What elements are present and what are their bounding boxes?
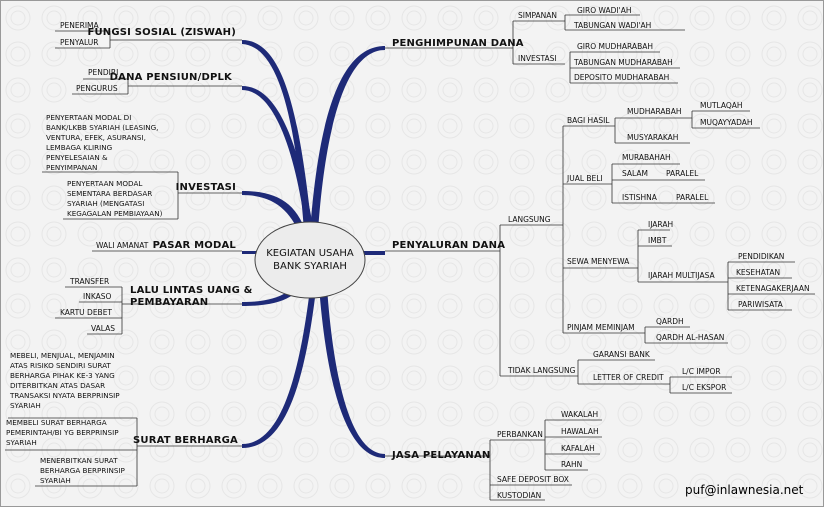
istishna-paralel: PARALEL xyxy=(676,193,709,202)
multijasa-item-2: KESEHATAN xyxy=(736,268,780,277)
qardh: QARDH xyxy=(656,317,684,326)
kustodian: KUSTODIAN xyxy=(497,491,541,500)
lalu-lintas-item-1: TRANSFER xyxy=(69,277,109,286)
sewa-label: SEWA MENYEWA xyxy=(567,257,630,266)
salam-paralel: PARALEL xyxy=(666,169,699,178)
svg-text:PEMERINTAH/BI YG BERPRINSIP: PEMERINTAH/BI YG BERPRINSIP xyxy=(6,428,119,437)
investasi-item-2: TABUNGAN MUDHARABAH xyxy=(573,58,673,67)
safe-deposit-box: SAFE DEPOSIT BOX xyxy=(497,475,569,484)
musyarakah-label: MUSYARAKAH xyxy=(627,133,678,142)
title-penghimpunan: PENGHIMPUNAN DANA xyxy=(392,38,524,49)
investasi-item-3: DEPOSITO MUDHARABAH xyxy=(574,73,669,82)
lalu-lintas-item-2: INKASO xyxy=(83,292,112,301)
svg-text:SYARIAH: SYARIAH xyxy=(40,476,71,485)
qardh-al-hasan: QARDH AL-HASAN xyxy=(656,333,724,342)
imbt-label: IMBT xyxy=(648,236,667,245)
title-lalu-lintas-1: LALU LINTAS UANG & xyxy=(130,285,253,296)
branch-pensiun xyxy=(242,86,314,232)
bagi-hasil-label: BAGI HASIL xyxy=(567,116,610,125)
lc-impor: L/C IMPOR xyxy=(682,367,721,376)
istishna-label: ISTISHNA xyxy=(622,193,658,202)
svg-text:MENERBITKAN SURAT: MENERBITKAN SURAT xyxy=(40,456,118,465)
center-line1: KEGIATAN USAHA xyxy=(266,248,354,259)
simpanan-item-1: GIRO WADI'AH xyxy=(577,6,631,15)
salam-label: SALAM xyxy=(622,169,648,178)
svg-text:DITERBITKAN ATAS DASAR: DITERBITKAN ATAS DASAR xyxy=(10,381,105,390)
mutlaqah: MUTLAQAH xyxy=(700,101,743,110)
pinjam-label: PINJAM MEMINJAM xyxy=(567,323,635,332)
lalu-lintas-item-4: VALAS xyxy=(91,324,115,333)
svg-text:LEMBAGA KLIRING: LEMBAGA KLIRING xyxy=(46,143,112,152)
svg-text:BERHARGA PIHAK KE-3 YANG: BERHARGA PIHAK KE-3 YANG xyxy=(10,371,115,380)
multijasa-label: IJARAH MULTIJASA xyxy=(648,271,715,280)
rahn: RAHN xyxy=(561,460,582,469)
simpanan-label: SIMPANAN xyxy=(518,11,557,20)
svg-text:MEMBELI SURAT BERHARGA: MEMBELI SURAT BERHARGA xyxy=(6,418,107,427)
langsung-label: LANGSUNG xyxy=(508,215,551,224)
title-penyaluran: PENYALURAN DANA xyxy=(392,240,505,251)
jual-beli-label: JUAL BELI xyxy=(566,174,603,183)
title-pasar-modal: PASAR MODAL xyxy=(153,240,237,251)
pasar-modal-item-1: WALI AMANAT xyxy=(96,241,149,250)
multijasa-item-1: PENDIDIKAN xyxy=(738,252,784,261)
surat-berharga-item-2: MEMBELI SURAT BERHARGA PEMERINTAH/BI YG … xyxy=(6,418,119,447)
title-investasi: INVESTASI xyxy=(176,182,236,193)
title-pensiun: DANA PENSIUN/DPLK xyxy=(110,72,233,83)
connector-lines xyxy=(5,14,815,501)
muqayyadah: MUQAYYADAH xyxy=(700,118,753,127)
lc-ekspor: L/C EKSPOR xyxy=(682,383,726,392)
svg-text:BANK/LKBB SYARIAH (LEASING,: BANK/LKBB SYARIAH (LEASING, xyxy=(46,123,158,132)
credit-text: puf@inlawnesia.net xyxy=(685,483,804,497)
branch-penghimpunan xyxy=(310,46,385,232)
multijasa-item-4: PARIWISATA xyxy=(738,300,784,309)
svg-text:TRANSAKSI NYATA BERPRINSIP: TRANSAKSI NYATA BERPRINSIP xyxy=(9,391,120,400)
multijasa-item-3: KETENAGAKERJAAN xyxy=(736,284,810,293)
title-ziswah: FUNGSI SOSIAL (ZISWAH) xyxy=(87,27,236,38)
murabahah-label: MURABAHAH xyxy=(622,153,671,162)
svg-text:MEBELI, MENJUAL, MENJAMIN: MEBELI, MENJUAL, MENJAMIN xyxy=(10,351,115,360)
investasi-item-1: PENYERTAAN MODAL DI BANK/LKBB SYARIAH (L… xyxy=(46,113,158,172)
perbankan-label: PERBANKAN xyxy=(497,430,543,439)
svg-text:ATAS RISIKO SENDIRI SURAT: ATAS RISIKO SENDIRI SURAT xyxy=(10,361,111,370)
title-jasa: JASA PELAYANAN xyxy=(391,450,491,461)
garansi-bank: GARANSI BANK xyxy=(593,350,651,359)
svg-text:SYARIAH: SYARIAH xyxy=(6,438,37,447)
ziswah-item-1: PENERIMA xyxy=(60,21,100,30)
investasi-item-2: PENYERTAAN MODAL SEMENTARA BERDASAR SYAR… xyxy=(67,179,163,218)
surat-berharga-item-3: MENERBITKAN SURAT BERHARGA BERPRINSIP SY… xyxy=(40,456,126,485)
pensiun-item-1: PENDIRI xyxy=(88,68,118,77)
kafalah: KAFALAH xyxy=(561,444,595,453)
svg-text:SEMENTARA BERDASAR: SEMENTARA BERDASAR xyxy=(67,189,152,198)
ijarah-label: IJARAH xyxy=(648,220,673,229)
svg-text:PENYERTAAN MODAL DI: PENYERTAAN MODAL DI xyxy=(46,113,131,122)
investasi-label: INVESTASI xyxy=(518,54,557,63)
svg-text:KEGAGALAN PEMBIAYAAN): KEGAGALAN PEMBIAYAAN) xyxy=(67,209,163,218)
letter-of-credit: LETTER OF CREDIT xyxy=(593,373,664,382)
svg-text:VENTURA, EFEK, ASURANSI,: VENTURA, EFEK, ASURANSI, xyxy=(46,133,146,142)
center-line2: BANK SYARIAH xyxy=(273,261,347,272)
surat-berharga-item-1: MEBELI, MENJUAL, MENJAMIN ATAS RISIKO SE… xyxy=(9,351,120,410)
pensiun-item-2: PENGURUS xyxy=(76,84,118,93)
wakalah: WAKALAH xyxy=(561,410,598,419)
lalu-lintas-item-3: KARTU DEBET xyxy=(60,308,112,317)
mudharabah-label: MUDHARABAH xyxy=(627,107,681,116)
title-surat-berharga: SURAT BERHARGA xyxy=(133,435,238,446)
svg-text:SYARIAH: SYARIAH xyxy=(10,401,41,410)
tidak-langsung-label: TIDAK LANGSUNG xyxy=(507,366,576,375)
title-lalu-lintas-2: PEMBAYARAN xyxy=(130,297,208,308)
svg-text:PENYERTAAN MODAL: PENYERTAAN MODAL xyxy=(67,179,142,188)
svg-text:PENYIMPANAN: PENYIMPANAN xyxy=(46,163,97,172)
investasi-item-1: GIRO MUDHARABAH xyxy=(577,42,653,51)
ziswah-item-2: PENYALUR xyxy=(60,38,99,47)
svg-text:BERHARGA BERPRINSIP: BERHARGA BERPRINSIP xyxy=(40,466,126,475)
simpanan-item-2: TABUNGAN WADI'AH xyxy=(573,21,651,30)
svg-text:SYARIAH (MENGATASI: SYARIAH (MENGATASI xyxy=(67,199,144,208)
svg-text:PENYELESAIAN &: PENYELESAIAN & xyxy=(46,153,108,162)
hawalah: HAWALAH xyxy=(561,427,599,436)
center-node xyxy=(254,221,366,299)
